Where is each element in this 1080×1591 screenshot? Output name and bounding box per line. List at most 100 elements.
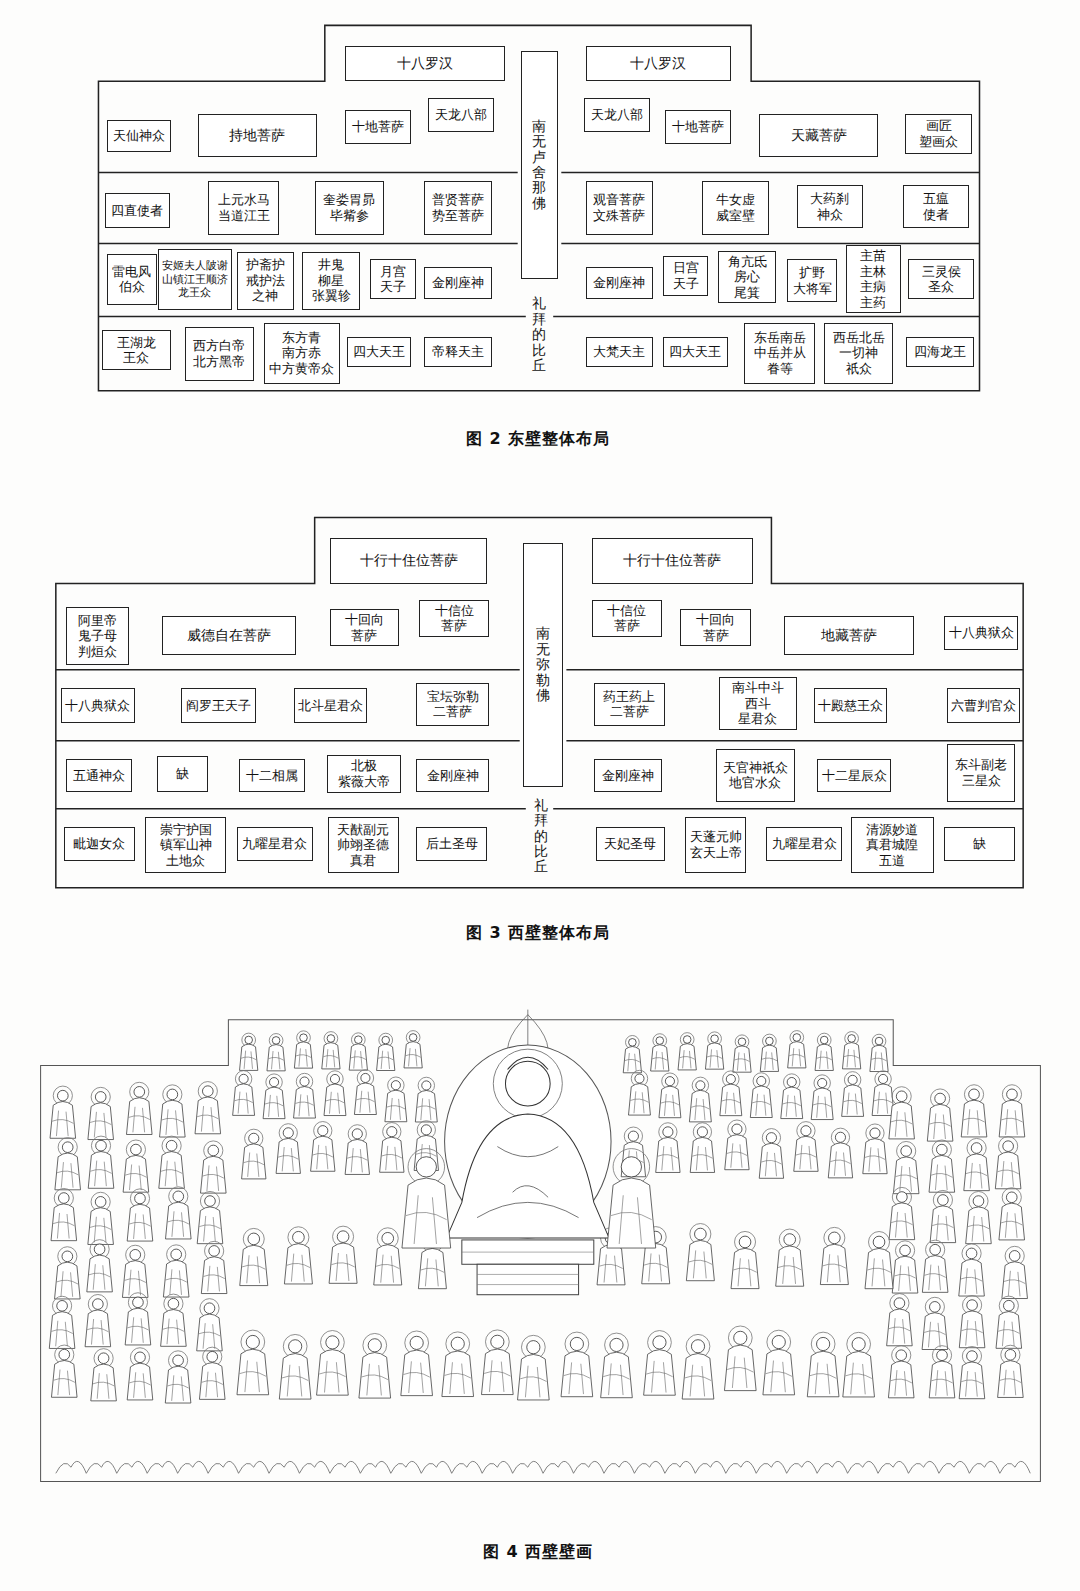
figure-head <box>527 1341 540 1354</box>
figure-head <box>610 1338 623 1351</box>
deity-box: 清源妙道 真君城隍 五道 <box>851 817 934 873</box>
figure-head <box>848 1075 857 1084</box>
figure-robe <box>377 1044 395 1070</box>
figure-head <box>94 1244 105 1255</box>
deity-box: 护斋护 戒护法 之神 <box>237 252 295 310</box>
figure-head <box>96 1140 107 1151</box>
deity-box: 威德自在菩萨 <box>162 616 296 655</box>
cloud-scroll <box>269 1461 299 1473</box>
figure-caption: 图 4 西壁壁画 <box>483 1542 593 1563</box>
figure-head <box>817 1337 830 1350</box>
figure-head <box>683 1036 691 1044</box>
cloud-scroll <box>817 1461 847 1473</box>
figure-robe <box>959 1362 985 1399</box>
deity-name: 阎罗王天子 <box>186 698 251 714</box>
figure-head <box>368 1339 381 1352</box>
deity-box: 天猷副元 帅翊圣德 真君 <box>328 817 399 873</box>
figure-robe <box>922 1313 948 1350</box>
figure-robe <box>872 1084 894 1116</box>
figure-head <box>326 1336 339 1349</box>
figure-robe <box>88 1103 114 1140</box>
deity-box: 东斗副老 三星众 <box>947 744 1015 802</box>
figure-robe <box>276 1138 300 1173</box>
robe-fold <box>727 1356 753 1388</box>
robe-fold <box>844 1049 859 1067</box>
robe-fold <box>87 1319 108 1345</box>
cloud-scroll <box>178 1461 208 1473</box>
robe-fold <box>966 1163 987 1189</box>
figure-robe <box>55 1262 81 1299</box>
robe-fold <box>929 1113 950 1139</box>
deity-name: 清源妙道 真君城隍 五道 <box>866 822 918 869</box>
figure-robe <box>794 1136 818 1171</box>
figure-robe <box>659 1086 681 1118</box>
figure-head <box>772 1335 785 1348</box>
deity-box: 天龙八部 <box>584 98 650 131</box>
figure-robe <box>888 1361 914 1398</box>
figure-head <box>635 1074 644 1083</box>
figure-head <box>766 1133 776 1143</box>
deity-name: 威德自在菩萨 <box>187 627 271 644</box>
figure-robe <box>1002 1262 1028 1299</box>
buddha-column: 南无弥勒佛 <box>523 543 564 787</box>
figure-head <box>95 1092 106 1103</box>
figure-robe <box>195 1097 221 1134</box>
figure-head <box>205 1196 216 1207</box>
deity-box: 雷电风 伯众 <box>107 254 158 305</box>
deity-box: 南斗中斗 西斗 星君众 <box>719 677 797 730</box>
robe-fold <box>166 1269 187 1295</box>
robe-fold <box>599 1255 622 1283</box>
figure-head <box>697 1127 707 1137</box>
deity-box: 十行十住位菩萨 <box>330 538 487 584</box>
deity-box: 九曜星君众 <box>766 827 842 860</box>
deity-name: 主苗 主林 主病 主药 <box>860 248 886 310</box>
robe-fold <box>789 1048 804 1066</box>
figure-robe <box>125 1308 151 1345</box>
figure-robe <box>127 1204 153 1241</box>
figure-robe <box>788 1042 806 1068</box>
figure-robe <box>686 1240 714 1280</box>
deity-name: 金刚座神 <box>602 768 654 784</box>
deity-box: 西方白帝 北方黑帝 <box>185 327 254 381</box>
figure-head <box>967 1300 978 1311</box>
robe-fold <box>203 1266 224 1292</box>
deity-box: 王湖龙 王众 <box>102 330 171 371</box>
figure-head <box>58 1193 69 1204</box>
robe-fold <box>762 1052 777 1070</box>
deity-name: 北斗星君众 <box>298 698 363 714</box>
robe-fold <box>734 1052 749 1070</box>
figure-head <box>93 1299 104 1310</box>
deity-name: 天猷副元 帅翊圣德 真君 <box>337 822 389 869</box>
figure-robe <box>597 1245 625 1285</box>
figure-head <box>621 1157 641 1177</box>
robe-fold <box>313 1145 333 1169</box>
deity-box: 画匠 塑画众 <box>905 114 972 155</box>
figure-robe <box>731 1248 759 1288</box>
robe-fold <box>707 1049 722 1067</box>
figure-head <box>361 1073 370 1082</box>
figure-robe <box>126 1098 152 1135</box>
figure-head <box>382 1036 390 1044</box>
vertical-label: 礼拜的比丘 <box>532 296 546 373</box>
deity-box: 月宫 天子 <box>370 259 416 300</box>
figure-head <box>896 1091 907 1102</box>
deity-box: 日宫 天子 <box>663 256 709 297</box>
figure-robe <box>733 1046 751 1072</box>
robe-fold <box>326 1092 344 1114</box>
figure-robe <box>284 1244 312 1284</box>
figure-robe <box>87 1255 113 1292</box>
figure-head <box>848 1035 856 1043</box>
figure-head <box>696 1081 705 1090</box>
cloud-scroll <box>208 1461 238 1473</box>
figure-robe <box>842 1043 860 1069</box>
robe-fold <box>998 1321 1019 1347</box>
deity-box: 十行十住位菩萨 <box>592 538 753 584</box>
deity-box: 十信位 菩萨 <box>419 600 489 637</box>
robe-fold <box>845 1363 871 1395</box>
robe-fold <box>168 1211 189 1237</box>
wall-outline <box>98 25 979 390</box>
robe-fold <box>403 1361 429 1393</box>
figure-caption: 图 2 东壁整体布局 <box>466 429 610 450</box>
deity-name: 安姬夫人陂谢 山镇江王顺济 龙王众 <box>162 259 228 299</box>
deity-box: 十地菩萨 <box>345 110 411 145</box>
